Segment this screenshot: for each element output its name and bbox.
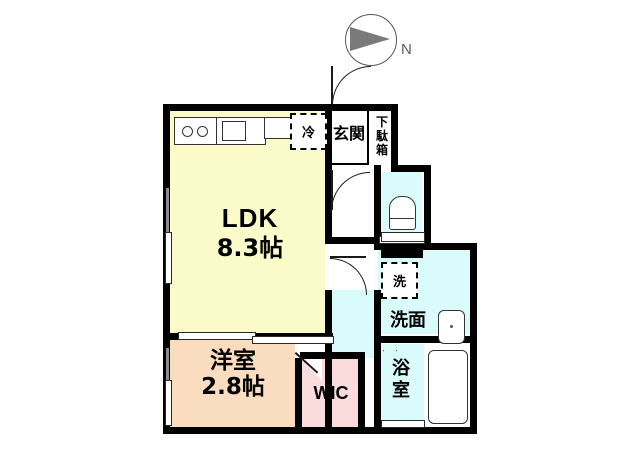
label-bedroom-name: 洋室 — [210, 348, 256, 374]
label-bedroom-size: 2.8帖 — [201, 374, 265, 400]
label-senmen: 洗面 — [390, 310, 426, 331]
entrance-door-swing — [332, 66, 371, 105]
genkan-step-line — [332, 163, 368, 165]
ldk-corridor-door-leaf[interactable] — [330, 256, 366, 258]
wall-top-left — [163, 104, 333, 111]
entrance-door-leaf[interactable] — [331, 66, 333, 104]
wall-right-genkan — [391, 104, 398, 172]
window-bedroom-upper — [166, 348, 169, 384]
window-bedroom-lower — [165, 380, 172, 426]
stove-burner-left — [182, 126, 193, 137]
senmen-shelf — [381, 250, 423, 258]
wall-toilet-bottom — [374, 243, 431, 250]
room-fill-senmen-hall — [330, 290, 380, 358]
wall-top-genkan — [330, 104, 398, 111]
label-getabako-2: 駄 — [375, 129, 388, 143]
label-getabako-3: 箱 — [375, 143, 388, 157]
wall-bedroom-wic — [295, 358, 302, 434]
label-ldk-size: 8.3帖 — [216, 234, 284, 262]
compass-arrow-icon — [350, 27, 390, 51]
kitchen-sink-icon — [222, 121, 246, 141]
compass-rose: N — [345, 14, 412, 66]
toilet-tank-line — [389, 218, 414, 220]
wall-bottom-right — [363, 427, 477, 434]
washing-machine-space-icon: 洗 — [381, 262, 418, 299]
bedroom-sliding-door-left[interactable] — [178, 332, 256, 340]
wall-right-toilet — [424, 165, 431, 250]
label-bath-1: 浴 — [392, 358, 410, 379]
refrigerator-label: 冷 — [301, 126, 315, 141]
wic-corner-cut — [300, 358, 322, 380]
label-wic: WIC — [313, 383, 349, 403]
genkan-inner-door-leaf[interactable] — [331, 170, 333, 210]
window-ldk-lower — [165, 232, 172, 284]
wall-senmen-bath — [374, 336, 477, 343]
label-ldk-name: LDK — [221, 203, 279, 233]
wall-bath-left — [374, 290, 381, 434]
wall-ldk-right-upper — [325, 104, 332, 224]
ldk-corridor-door-swing — [330, 258, 367, 295]
room-fill-bath — [380, 344, 424, 430]
divider-genkan-getabako — [367, 111, 369, 165]
wall-toilet-left — [374, 165, 381, 250]
washer-label: 洗 — [392, 275, 406, 290]
wall-step-top — [391, 165, 431, 172]
bathtub-icon — [428, 350, 468, 424]
wall-wic-top — [300, 352, 362, 359]
bath-door[interactable] — [381, 420, 425, 428]
stove-burner-right — [197, 126, 208, 137]
wall-bottom-left — [163, 427, 363, 434]
refrigerator-space-icon: 冷 — [290, 113, 327, 150]
wall-wic-right — [358, 352, 365, 434]
compass-north-label: N — [401, 41, 412, 58]
stove-icon — [174, 117, 218, 145]
label-genkan: 玄関 — [332, 124, 365, 143]
room-fill-bedroom — [170, 340, 295, 430]
label-bath-2: 室 — [392, 380, 410, 401]
label-getabako-1: 下 — [375, 115, 388, 129]
wall-ldk-right-lower — [325, 290, 332, 434]
toilet-upper-shelf — [381, 232, 425, 242]
wall-genkan-left-lower — [325, 210, 332, 244]
window-ldk-upper — [166, 188, 169, 236]
bedroom-sliding-door-right[interactable] — [252, 336, 334, 344]
toilet-icon — [389, 196, 416, 230]
wall-genkan-bottom — [325, 237, 385, 244]
wall-step-mid — [424, 243, 470, 250]
washbasin-icon — [438, 310, 465, 344]
washbasin-faucet — [450, 325, 453, 328]
